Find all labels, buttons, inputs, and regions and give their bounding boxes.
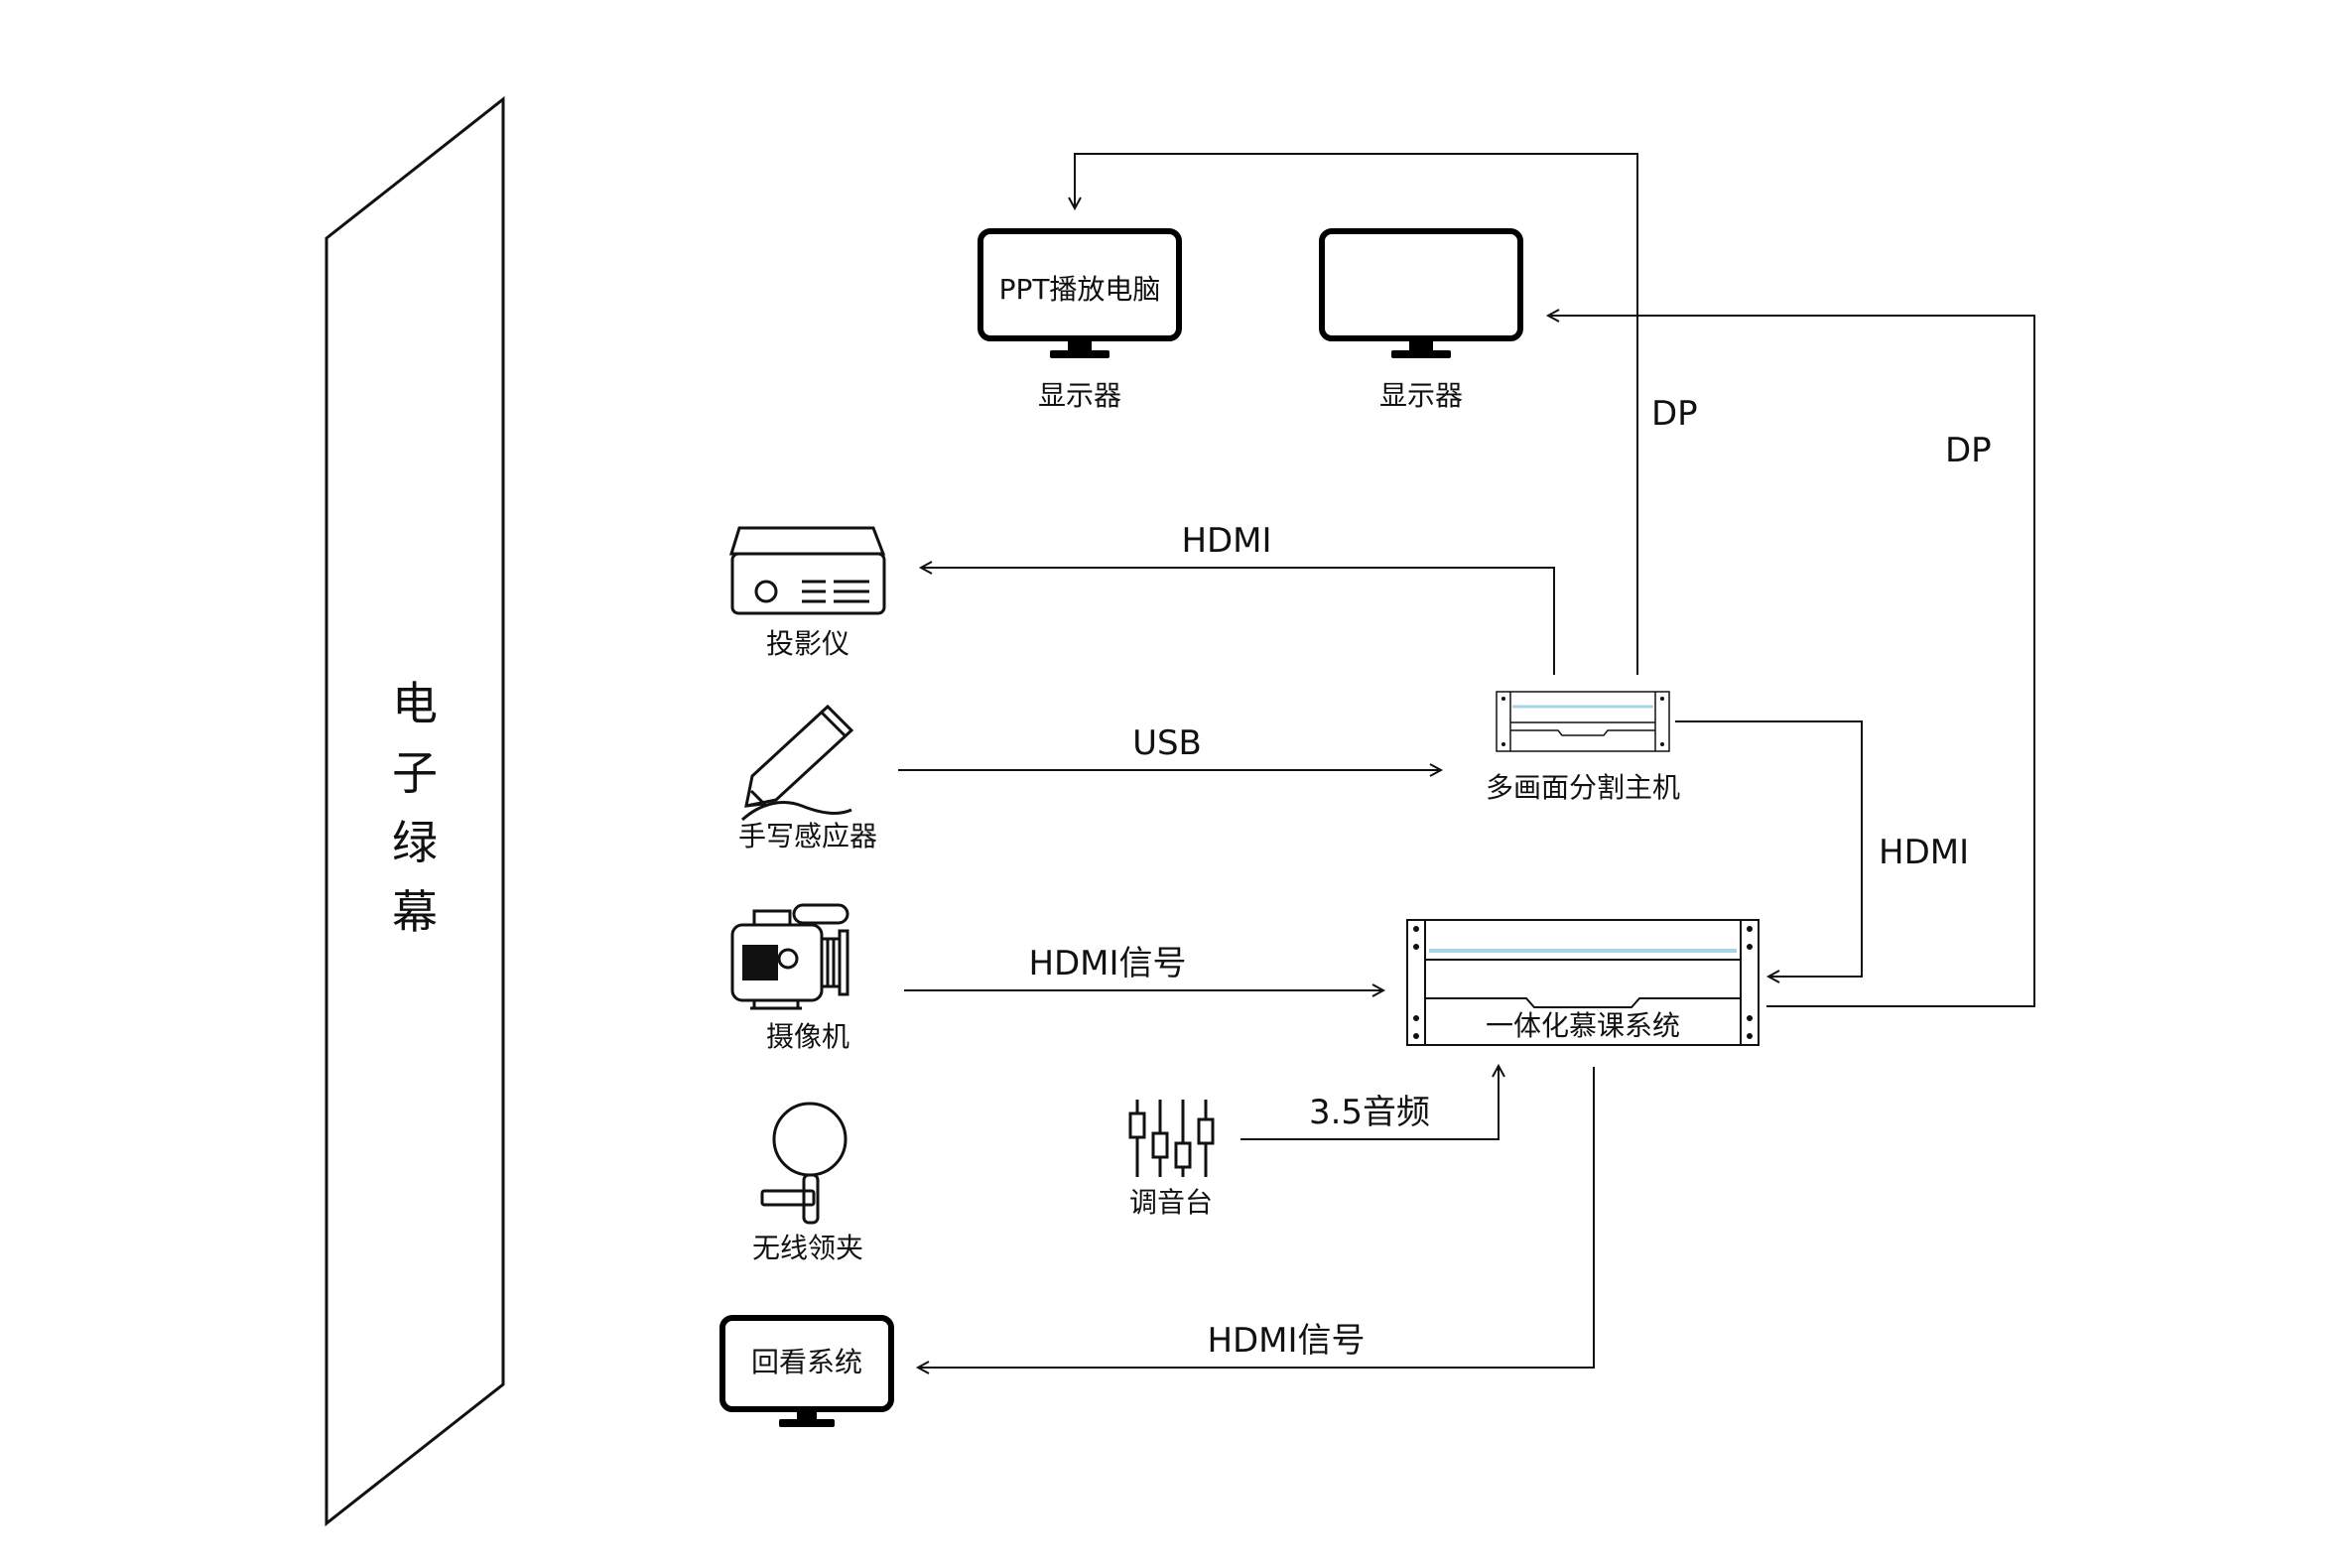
green-screen-char-1: 电	[392, 677, 438, 730]
connection-hdmi-splitter-mooc-label: HDMI	[1879, 833, 1969, 872]
connection-usb-label: USB	[1132, 723, 1202, 763]
monitor-ppt: PPT播放电脑 显示器	[978, 228, 1182, 412]
green-screen-char-3: 绿	[392, 816, 438, 869]
review-system-screen-text: 回看系统	[751, 1346, 862, 1378]
monitor-icon	[719, 1315, 894, 1427]
monitor-ppt-label: 显示器	[1038, 379, 1121, 412]
monitor-2-label: 显示器	[1379, 379, 1463, 412]
mooc-system-label: 一体化慕课系统	[1486, 1009, 1680, 1042]
mixer-icon	[1128, 1100, 1215, 1177]
projector: 投影仪	[728, 526, 886, 660]
connection-hdmi-review-label: HDMI信号	[1207, 1321, 1365, 1361]
connection-dp-monitor: DP	[1545, 309, 2035, 1007]
rack-unit-icon	[1496, 691, 1670, 752]
connection-dp-monitor-label: DP	[1945, 431, 1992, 470]
camera: 摄像机	[730, 903, 849, 1053]
connection-hdmi-camera-label: HDMI信号	[1028, 944, 1186, 983]
projector-icon	[728, 526, 886, 615]
connection-hdmi-projector: HDMI	[918, 521, 1555, 675]
mixer-label: 调音台	[1129, 1186, 1213, 1219]
connection-hdmi-splitter-mooc: HDMI	[1675, 720, 1969, 983]
connection-usb: USB	[898, 723, 1444, 777]
pen-sensor: 手写感应器	[738, 704, 877, 852]
microphone-icon	[760, 1102, 848, 1225]
connection-hdmi-review: HDMI信号	[915, 1067, 1595, 1374]
green-screen: 电 子 绿 幕	[325, 95, 505, 1527]
connection-audio-mixer: 3.5音频	[1240, 1063, 1505, 1140]
monitor-2: 显示器	[1319, 228, 1523, 412]
mixer: 调音台	[1128, 1100, 1215, 1219]
connection-dp-ppt-label: DP	[1651, 394, 1698, 434]
connection-hdmi-camera: HDMI信号	[904, 944, 1386, 997]
projector-label: 投影仪	[766, 627, 849, 660]
splitter: 多画面分割主机	[1486, 691, 1680, 804]
mooc-system: 一体化慕课系统	[1406, 919, 1760, 1046]
pen-icon	[740, 704, 854, 822]
rack-unit-icon	[1406, 919, 1760, 1046]
camera-icon	[730, 903, 849, 1010]
wireless-mic: 无线领夹	[752, 1102, 863, 1264]
monitor-icon	[978, 228, 1182, 358]
splitter-label: 多画面分割主机	[1486, 771, 1680, 804]
review-system: 回看系统	[719, 1315, 894, 1427]
connection-audio-mixer-label: 3.5音频	[1309, 1093, 1430, 1132]
connection-dp-ppt: DP	[1068, 153, 1698, 675]
monitor-icon	[1319, 228, 1523, 358]
green-screen-char-4: 幕	[392, 885, 438, 939]
pen-sensor-label: 手写感应器	[738, 820, 877, 852]
camera-label: 摄像机	[766, 1020, 849, 1053]
green-screen-char-2: 子	[392, 746, 438, 800]
wireless-mic-label: 无线领夹	[752, 1232, 863, 1264]
connection-hdmi-projector-label: HDMI	[1181, 521, 1271, 561]
monitor-ppt-screen-text: PPT播放电脑	[999, 273, 1161, 306]
